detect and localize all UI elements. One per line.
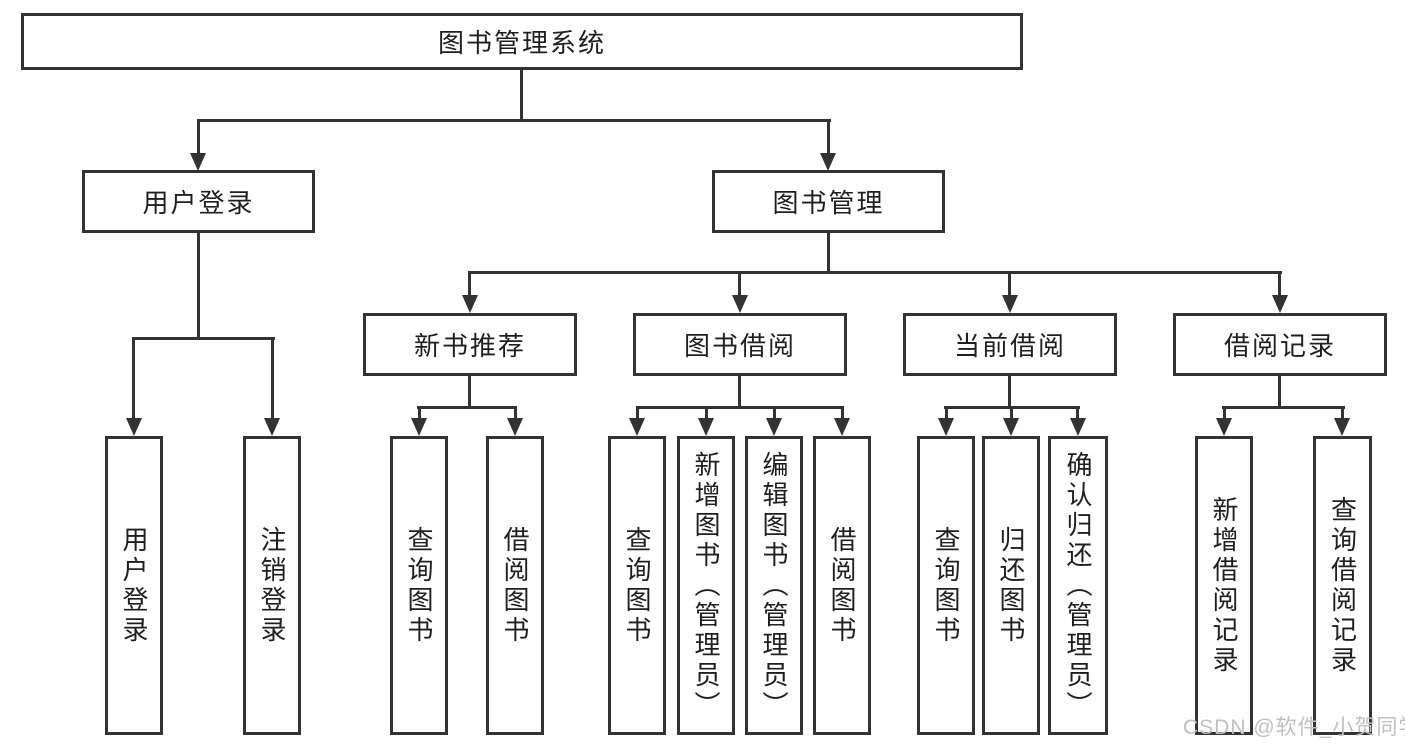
connector-drop-new-books [468, 271, 471, 297]
connector-new-books-rail [417, 406, 517, 409]
arrowhead-leaf-icon [1334, 418, 1350, 436]
arrowhead-leaf-icon [698, 418, 714, 436]
arrowhead-leaf-icon [766, 418, 782, 436]
connector-root-stem [520, 68, 523, 122]
leaf-label: 查询图书 [931, 525, 961, 646]
leaf-return-books: 归还图书 [982, 436, 1040, 735]
arrowhead-user-login-icon [190, 153, 206, 171]
leaf-add-books-admin: 新增图书（管理员） [677, 436, 735, 735]
leaf-query-books-2: 查询图书 [608, 436, 666, 735]
connector-drop-current-borrow [1008, 271, 1011, 297]
connector-user-login-rail [132, 337, 275, 340]
connector-drop-leaf [1076, 406, 1079, 419]
leaf-add-borrow-record: 新增借阅记录 [1195, 436, 1253, 735]
node-library-management-system: 图书管理系统 [21, 13, 1023, 70]
connector-drop-logout [271, 337, 274, 420]
leaf-user-login: 用户登录 [105, 436, 163, 735]
leaf-logout: 注销登录 [243, 436, 301, 735]
arrowhead-leaf-icon [1216, 418, 1232, 436]
connector-book-borrow-rail [636, 406, 844, 409]
connector-drop-user-login [197, 119, 200, 155]
node-label: 当前借阅 [953, 331, 1066, 361]
connector-drop-leaf [1341, 406, 1344, 419]
node-label: 图书管理 [772, 188, 885, 218]
connector-level2-rail [468, 271, 1282, 274]
connector-book-borrow-stem [738, 376, 741, 409]
node-label: 借阅记录 [1223, 331, 1336, 361]
leaf-borrow-books-2: 借阅图书 [813, 436, 871, 735]
arrowhead-leaf-icon [507, 418, 523, 436]
leaf-edit-books-admin: 编辑图书（管理员） [745, 436, 803, 735]
connector-drop-leaf [1010, 406, 1013, 419]
leaf-label: 借阅图书 [500, 525, 530, 646]
node-label: 新书推荐 [413, 331, 526, 361]
connector-new-books-stem [468, 376, 471, 409]
node-label: 图书借阅 [683, 331, 796, 361]
connector-drop-book-borrow [738, 271, 741, 297]
connector-drop-login [132, 337, 135, 420]
leaf-label: 归还图书 [996, 525, 1026, 646]
arrowhead-logout-icon [264, 418, 280, 436]
node-book-borrowing: 图书借阅 [633, 313, 847, 376]
arrowhead-leaf-icon [629, 418, 645, 436]
connector-level1-rail [197, 119, 831, 122]
node-borrowing-records: 借阅记录 [1173, 313, 1387, 376]
arrowhead-current-borrow-icon [1002, 295, 1018, 313]
connector-drop-leaf [1223, 406, 1226, 419]
leaf-label: 借阅图书 [827, 525, 857, 646]
leaf-label: 新增图书（管理员） [691, 450, 721, 721]
node-book-management: 图书管理 [712, 170, 945, 233]
leaf-label: 编辑图书（管理员） [759, 450, 789, 721]
leaf-label: 确认归还（管理员） [1063, 450, 1093, 721]
connector-drop-leaf [945, 406, 948, 419]
arrowhead-book-mgmt-icon [820, 153, 836, 171]
leaf-label: 用户登录 [119, 525, 149, 646]
node-label: 用户登录 [142, 188, 255, 218]
leaf-borrow-books-1: 借阅图书 [486, 436, 544, 735]
leaf-query-borrow-record: 查询借阅记录 [1313, 436, 1372, 735]
connector-book-mgmt-stem [827, 233, 830, 274]
arrowhead-leaf-icon [938, 418, 954, 436]
connector-user-login-stem [197, 233, 200, 340]
connector-borrow-records-stem [1278, 376, 1281, 409]
connector-drop-book-mgmt [827, 119, 830, 155]
leaf-query-books-1: 查询图书 [390, 436, 448, 735]
arrowhead-leaf-icon [834, 418, 850, 436]
node-label: 图书管理系统 [437, 28, 606, 58]
leaf-query-books-3: 查询图书 [917, 436, 975, 735]
arrowhead-login-icon [126, 418, 142, 436]
connector-drop-leaf [841, 406, 844, 419]
connector-drop-borrow-records [1278, 271, 1281, 297]
arrowhead-borrow-records-icon [1272, 295, 1288, 313]
leaf-label: 查询图书 [622, 525, 652, 646]
csdn-watermark: CSDN @软件_小贺同学 [1183, 716, 1405, 739]
leaf-label: 查询图书 [404, 525, 434, 646]
arrowhead-leaf-icon [411, 418, 427, 436]
leaf-confirm-return-admin: 确认归还（管理员） [1048, 436, 1108, 735]
leaf-label: 查询借阅记录 [1327, 495, 1358, 676]
arrowhead-leaf-icon [1070, 418, 1086, 436]
arrowhead-book-borrow-icon [732, 295, 748, 313]
node-current-borrowing: 当前借阅 [903, 313, 1117, 376]
connector-drop-leaf [705, 406, 708, 419]
connector-drop-leaf [773, 406, 776, 419]
connector-drop-leaf [636, 406, 639, 419]
leaf-label: 注销登录 [257, 525, 287, 646]
node-user-login: 用户登录 [82, 170, 315, 233]
connector-borrow-records-rail [1222, 406, 1345, 409]
connector-drop-leaf [514, 406, 517, 419]
arrowhead-leaf-icon [1003, 418, 1019, 436]
arrowhead-new-books-icon [462, 295, 478, 313]
leaf-label: 新增借阅记录 [1209, 495, 1239, 676]
node-new-book-recommend: 新书推荐 [363, 313, 577, 376]
connector-drop-leaf [418, 406, 421, 419]
connector-current-borrow-stem [1008, 376, 1011, 409]
